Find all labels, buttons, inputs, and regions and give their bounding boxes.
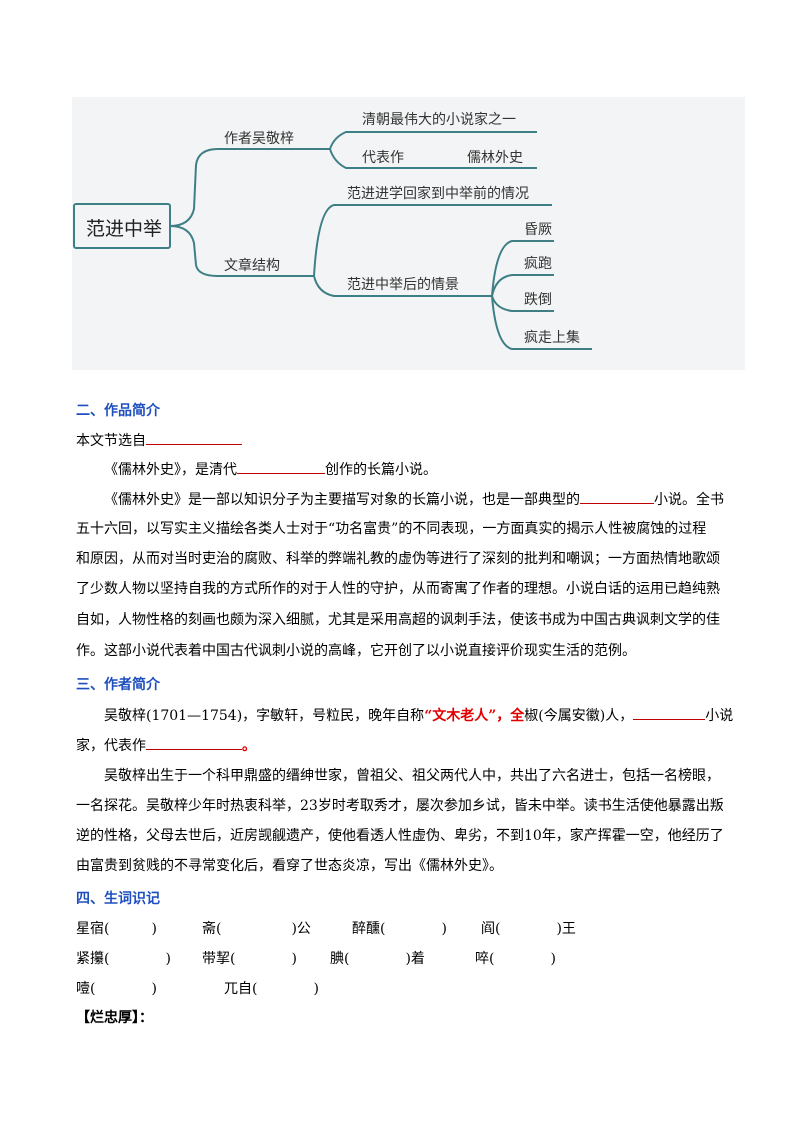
s3-line2-text: 家，代表作 <box>76 738 146 754</box>
vocab-item: 兀自( ) <box>224 981 319 997</box>
vocab-item: 斋( )公 <box>202 921 311 937</box>
branch2-item2: 范进中举后的情景 <box>347 277 459 293</box>
branch1-item2-line <box>329 148 537 169</box>
fill-blank[interactable] <box>146 430 242 445</box>
vocab-item: 啐( ) <box>475 951 556 967</box>
branch2-label: 文章结构 <box>224 258 280 274</box>
s2-line5: 和原因，从而对当时吏治的腐败、科举的弊端礼教的虚伪等进行了深刻的批判和嘲讽；一方… <box>76 551 720 567</box>
mind-map-lines <box>73 131 592 350</box>
s3-line4: 一名探花。吴敬梓少年时热衷科举，23岁时考取秀才，屡次参加乡试，皆未中举。读书生… <box>76 798 724 814</box>
term-label: 【烂忠厚】： <box>76 1010 153 1026</box>
s2-line2-text-a: 《儒林外史》，是清代 <box>104 462 237 478</box>
sub2-line <box>491 274 554 297</box>
s2-line7: 自如，人物性格的刻画也颇为深入细腻，尤其是采用高超的讽刺手法，使该书成为中国古典… <box>76 612 720 628</box>
vocab-item: 阎( )王 <box>481 921 576 937</box>
s3-line1-text-b: 椒(今属安徽)人， <box>524 708 634 724</box>
fill-blank[interactable] <box>146 735 242 750</box>
vocab-item: 带挈( ) <box>202 951 297 967</box>
section-heading-2: 二、作品简介 <box>76 403 160 419</box>
s2-line3-text-b: 小说。全书 <box>654 492 724 508</box>
s3-line1-red: “文木老人”，全 <box>424 708 525 724</box>
section-heading-4: 四、生词识记 <box>76 891 160 907</box>
s2-line2-text-b: 创作的长篇小说。 <box>325 462 437 478</box>
s2-line1: 本文节选自 <box>76 430 242 451</box>
s2-line1-text: 本文节选自 <box>76 433 146 449</box>
s3-line6: 由富贵到贫贱的不寻常变化后，看穿了世态炎凉，写出《儒林外史》。 <box>76 858 503 874</box>
vocab-item: 星宿( ) <box>76 921 157 937</box>
s2-line3: 《儒林外史》是一部以知识分子为主要描写对象的长篇小说，也是一部典型的 小说。全书 <box>104 489 724 510</box>
mind-map-root: 范进中举 <box>86 218 163 240</box>
s3-line1: 吴敬梓(1701—1754)，字敏轩，号粒民，晚年自称“文木老人”，全椒(今属安… <box>104 705 733 726</box>
vocab-item: 腆( )着 <box>330 951 425 967</box>
fill-blank[interactable] <box>237 459 325 474</box>
sub4-line <box>491 295 592 350</box>
branch1-item1: 清朝最伟大的小说家之一 <box>362 112 516 128</box>
branch2-line <box>169 225 314 277</box>
branch1-label: 作者吴敬梓 <box>224 131 294 147</box>
s2-line3-text-a: 《儒林外史》是一部以知识分子为主要描写对象的长篇小说，也是一部典型的 <box>104 492 580 508</box>
s2-line6: 了少数人物以坚持自我的方式所作的对于人性的守护，从而寄寓了作者的理想。小说白话的… <box>76 581 720 597</box>
fill-blank[interactable] <box>580 489 654 504</box>
sub-item-4: 疯走上集 <box>524 330 580 346</box>
s2-line8: 作。这部小说代表着中国古代讽刺小说的高峰，它开创了以小说直接评价现实生活的范例。 <box>76 643 636 659</box>
sub-item-3: 跌倒 <box>524 292 552 308</box>
branch1-line <box>169 148 330 227</box>
s3-line3: 吴敬梓出生于一个科甲鼎盛的缙绅世家，曾祖父、祖父两代人中，共出了六名进士，包括一… <box>104 768 720 784</box>
s2-line4: 五十六回，以写实主义描绘各类人士对于“功名富贵”的不同表现，一方面真实的揭示人性… <box>76 521 707 537</box>
fill-blank[interactable] <box>633 705 706 720</box>
s3-line5: 逆的性格，父母去世后，近房觊觎遗产，使他看透人性虚伪、卑劣，不到10年，家产挥霍… <box>76 828 724 844</box>
s3-line1-text-c: 小说 <box>705 708 734 724</box>
vocab-item: 紧攥( ) <box>76 951 171 967</box>
sub-item-1: 昏厥 <box>524 222 552 238</box>
branch1-item1-line <box>329 131 537 150</box>
branch1-item2: 代表作 <box>362 150 404 166</box>
s3-line2-red: 。 <box>242 738 256 754</box>
mind-map: 范进中举 作者吴敬梓 清朝最伟大的小说家之一 代表作 儒林外史 文章结构 范进进… <box>72 97 745 370</box>
branch2-item1: 范进进学回家到中举前的情况 <box>347 186 529 202</box>
vocab-item: 醉醺( ) <box>352 921 447 937</box>
s3-line2: 家，代表作 。 <box>76 735 256 756</box>
branch1-item3: 儒林外史 <box>467 150 523 166</box>
sub1-line <box>491 240 554 297</box>
branch2-item2-line <box>313 275 492 297</box>
sub-item-2: 疯跑 <box>524 256 552 272</box>
s2-line2: 《儒林外史》，是清代 创作的长篇小说。 <box>104 459 437 480</box>
section-heading-3: 三、作者简介 <box>76 677 160 693</box>
branch2-item1-line <box>313 204 552 277</box>
s3-line1-text-a: 吴敬梓(1701—1754)，字敏轩，号粒民，晚年自称 <box>104 708 425 724</box>
vocab-item: 噎( ) <box>76 981 157 997</box>
